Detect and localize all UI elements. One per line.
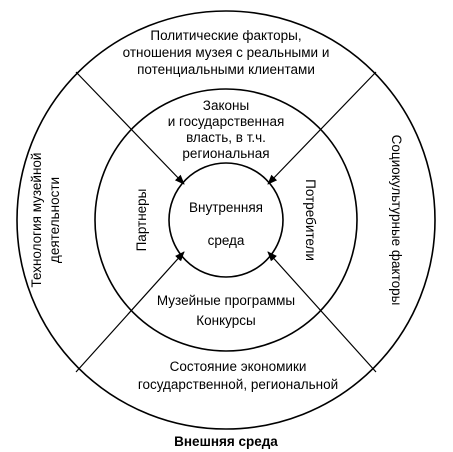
middle-top-line-3: власть, в т.ч. — [186, 130, 266, 145]
outer-left-label: Технология музейной деятельности — [29, 153, 62, 288]
center-line-2: среда — [208, 233, 245, 248]
middle-bottom-label: Музейные программы Конкурсы — [157, 293, 295, 328]
outer-circle — [16, 10, 436, 430]
middle-left-label: Партнеры — [134, 189, 149, 252]
outer-top-line-2: отношения музея с реальными и — [123, 45, 330, 60]
middle-top-line-1: Законы — [203, 98, 249, 113]
middle-top-line-4: региональная — [182, 146, 269, 161]
middle-circle — [94, 88, 358, 352]
outer-right-label: Социокультурные факторы — [389, 135, 404, 306]
center-label: Внутренняя среда — [189, 200, 263, 248]
arrow-top-left — [75, 71, 185, 185]
outer-top-line-1: Политические факторы, — [150, 28, 301, 43]
middle-right-label: Потребители — [303, 179, 318, 261]
outer-left-line-1: Технология музейной — [29, 153, 44, 288]
arrow-bottom-left — [75, 251, 185, 373]
diagram-caption: Внешняя среда — [174, 434, 278, 449]
center-line-1: Внутренняя — [189, 200, 263, 215]
outer-top-label: Политические факторы, отношения музея с … — [123, 28, 330, 77]
outer-right-line: Социокультурные факторы — [389, 135, 404, 306]
outer-bottom-line-2: государственной, региональной — [138, 377, 338, 392]
inner-circle — [168, 162, 284, 278]
middle-bottom-line-2: Конкурсы — [196, 313, 255, 328]
middle-top-line-2: и государственная — [168, 114, 285, 129]
middle-top-label: Законы и государственная власть, в т.ч. … — [168, 98, 285, 161]
outer-bottom-label: Состояние экономики государственной, рег… — [138, 359, 338, 392]
outer-left-line-2: деятельности — [47, 177, 62, 263]
middle-bottom-line-1: Музейные программы — [157, 293, 295, 308]
middle-left-line: Партнеры — [134, 189, 149, 252]
arrow-bottom-right — [267, 251, 377, 373]
outer-top-line-3: потенциальными клиентами — [137, 62, 315, 77]
arrow-top-right — [267, 71, 377, 185]
outer-bottom-line-1: Состояние экономики — [170, 359, 307, 374]
middle-right-line: Потребители — [303, 179, 318, 261]
